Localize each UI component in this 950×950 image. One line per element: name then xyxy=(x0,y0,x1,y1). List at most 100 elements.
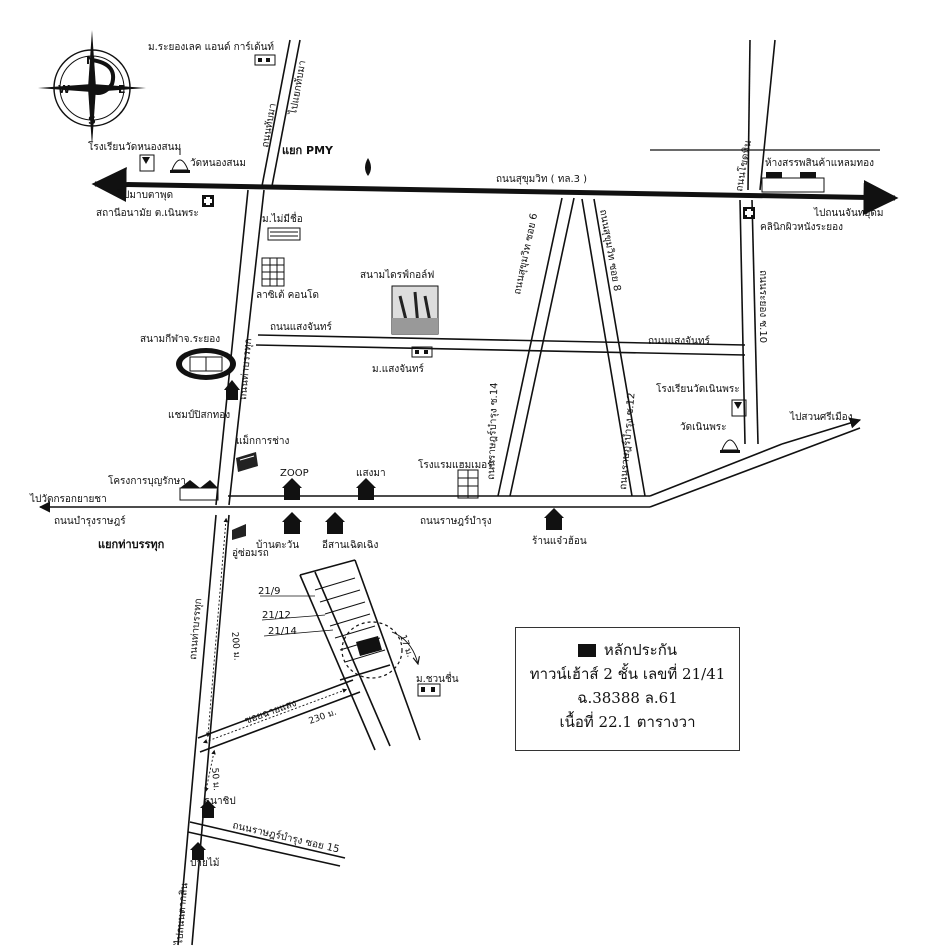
building-mai-mi-chue-icon xyxy=(267,227,301,241)
label-tho-lo: ถนนโขดหิน xyxy=(732,139,754,192)
label-school-noen-phra: โรงเรียนวัดเนินพระ xyxy=(656,382,740,395)
house-shop-right-icon xyxy=(544,508,564,530)
label-mai-mi-chue: ม.ไม่มีชื่อ xyxy=(262,211,303,225)
label-shampoo: แชมป์ปิสกทอง xyxy=(168,409,230,421)
label-project: โครงการบุญรักษา xyxy=(108,474,186,487)
label-m-sangchan: ม.แสงจันทร์ xyxy=(372,363,424,375)
temple-noen-phra-icon xyxy=(720,439,740,453)
label-dim-17: 17 ม. xyxy=(397,634,414,659)
label-rayong-lake: ม.ระยองเลค แอนด์ การ์เด้นท์ xyxy=(148,41,274,53)
label-wat-noen-phra: วัดเนินพระ xyxy=(680,422,727,433)
label-clinic: คลินิกผิวหนังระยอง xyxy=(760,222,843,233)
label-health-station: สถานีอนามัย ต.เนินพระ xyxy=(96,207,199,219)
house-pai-mai-icon xyxy=(190,842,206,860)
house-isan-icon xyxy=(325,512,345,534)
workshop-icon xyxy=(236,452,258,472)
golf-photo-icon xyxy=(391,285,439,335)
label-to-chanthaudom: ไปถนนจันทอุดม xyxy=(813,207,883,219)
label-pai-mai: ป่ายไม้ xyxy=(190,857,219,869)
school-icon xyxy=(139,154,155,172)
label-sukhumvit: ถนนสุขุมวิท ( ทล.3 ) xyxy=(496,174,587,185)
label-isan: อีสานเฉิดเฉิง xyxy=(322,539,379,551)
label-chuan-chuen: ม.ชวนชื่น xyxy=(416,671,459,685)
label-dept-store: ห้างสรรพสินค้าแหลมทอง xyxy=(765,157,874,169)
legend-key: หลักประกัน xyxy=(577,638,678,662)
school-noen-phra-icon xyxy=(731,399,747,417)
dept-store-icon xyxy=(761,172,825,193)
label-dim-50: 50 ม. xyxy=(209,767,221,791)
compass-w: W xyxy=(58,83,70,96)
label-plot-21-9: 21/9 xyxy=(258,586,280,597)
house-shampoo-icon xyxy=(224,380,240,400)
label-soi-chai-sang: ซอยฉายแสง xyxy=(243,698,298,727)
label-pmy: แยก PMY xyxy=(282,144,334,157)
label-thanachip: ธนาชิป xyxy=(204,796,236,807)
legend-line2: ฉ.38388 ล.61 xyxy=(577,689,678,707)
compass-e: E xyxy=(118,83,126,96)
label-sangam: แสงมา xyxy=(356,468,386,479)
label-thambunma: ถนนทับมา xyxy=(260,102,279,148)
label-plot-21-14: 21/14 xyxy=(268,626,297,637)
house-ban-tawan-icon xyxy=(282,512,302,534)
stadium-icon xyxy=(176,348,236,380)
hotel-icon xyxy=(457,469,479,499)
label-to-ban-phe: ไปมาบตาพุด xyxy=(117,189,173,201)
hospital-cross-icon xyxy=(202,195,214,207)
label-sukhumvit-soi8: ถนนสุขุมวิท ซอย 8 xyxy=(597,209,622,292)
compass-rose-icon: N S E W xyxy=(38,30,146,146)
label-driving-range: สนามไดรฟ์กอล์ฟ xyxy=(360,269,434,281)
label-dim-200: 200 ม. xyxy=(229,631,241,661)
compass-s: S xyxy=(88,114,96,127)
label-sukhumvit-soi6: ถนนสุขุมวิท ซอย 6 xyxy=(512,212,540,295)
label-tha-ban-ruk-junction: แยกท่าบรรทุก xyxy=(98,538,165,552)
dimension-lines xyxy=(202,517,418,793)
label-to-suan-sri-mueang: ไปสวนศรีเมือง xyxy=(789,411,853,423)
clinic-cross-icon xyxy=(743,207,755,219)
temple-icon xyxy=(170,148,190,173)
label-ratbamrung-soi15: ถนนราษฎร์บำรุง ซอย 15 xyxy=(231,819,340,855)
collateral-swatch-icon xyxy=(577,643,596,657)
label-ratbamrung-14: ถนนราษฎร์บำรุง ซ.14 xyxy=(485,382,500,480)
label-to-wat-krok: ไปวัดกรอกยายชา xyxy=(29,493,107,505)
repair-shop-icon xyxy=(232,524,246,540)
label-plot-21-12: 21/12 xyxy=(262,610,291,621)
label-sangchan-right: ถนนแสงจันทร์ xyxy=(648,335,710,347)
building-m-sangchan-icon xyxy=(411,346,433,358)
label-repair: อู่ซ่อมรถ xyxy=(232,548,269,559)
project-icon xyxy=(179,480,219,501)
house-thanachip-icon xyxy=(200,800,216,818)
label-stadium: สนามกีฬาจ.ระยอง xyxy=(140,333,220,345)
label-sangchan-left: ถนนแสงจันทร์ xyxy=(270,321,332,333)
label-ban-tawan: บ้านตะวัน xyxy=(256,539,299,551)
label-ratbamrung-main: ถนนราษฎร์บำรุง xyxy=(420,515,492,527)
label-to-chan-udom-bottom: ไปถนนตากสิน xyxy=(173,882,190,946)
label-mac-workshop: แม็กการช่าง xyxy=(236,433,290,447)
house-zoop-icon xyxy=(282,478,302,500)
fuel-station-icon xyxy=(365,158,371,176)
map-labels: ม.ระยองเลค แอนด์ การ์เด้นท์ โรงเรียนวัดห… xyxy=(29,41,883,946)
label-bamrung-rat: ถนนบำรุงราษฎร์ xyxy=(54,515,126,527)
building-chuan-chuen-icon xyxy=(417,683,441,697)
label-tha-ban-ruk-lower: ถนนท่าบรรทุก xyxy=(188,598,204,660)
legend-line3: เนื้อที่ 22.1 ตารางวา xyxy=(559,713,696,731)
label-hotel: โรงแรมแฮมเมอร์ xyxy=(418,458,493,471)
collateral-plot-marker xyxy=(356,636,382,656)
label-shop-right: ร้านแจ๋วฮ้อน xyxy=(532,535,587,547)
housing-plots xyxy=(260,577,403,679)
label-condo: ลาซิเต้ คอนโด xyxy=(256,288,319,301)
house-sangam-icon xyxy=(356,478,376,500)
legend-key-label: หลักประกัน xyxy=(603,641,678,659)
legend-line1: ทาวน์เฮ้าส์ 2 ชั้น เลขที่ 21/41 xyxy=(529,665,726,683)
legend-box: หลักประกัน ทาวน์เฮ้าส์ 2 ชั้น เลขที่ 21/… xyxy=(515,627,740,751)
condo-icon xyxy=(261,257,285,287)
collateral-highlight-circle xyxy=(341,621,403,679)
building-rayong-lake-icon xyxy=(254,54,276,66)
label-tha-ban-ruk-upper: ถนนท่าบรรทุก xyxy=(238,338,254,400)
label-school-nong-sanom: โรงเรียนวัดหนองสนม xyxy=(88,140,181,153)
compass-n: N xyxy=(86,54,95,67)
label-ratbamrung-12: ถนนราษฎร์บำรุง ซ.12 xyxy=(617,392,637,490)
label-rayong-10: ถนนระยอง ซ.10 xyxy=(757,270,768,343)
label-zoop: ZOOP xyxy=(280,468,309,479)
label-wat-nong-sanom: วัดหนองสนม xyxy=(190,158,246,169)
